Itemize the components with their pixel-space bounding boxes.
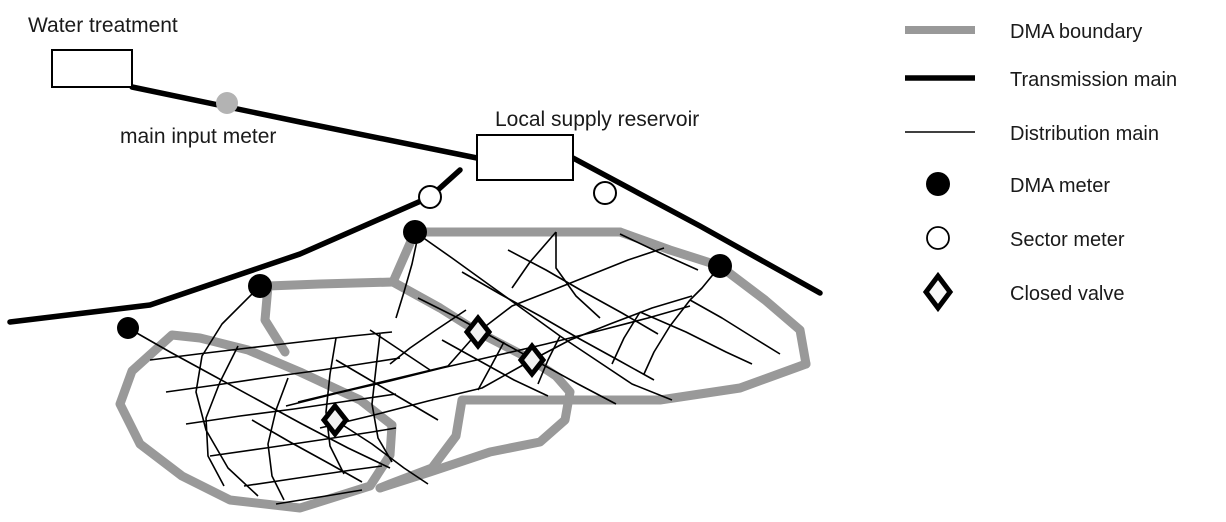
legend-label-transmission-main: Transmission main [1010, 69, 1177, 91]
distribution-main [285, 305, 691, 407]
legend-item-dma-boundary[interactable]: DMA boundary [905, 21, 1142, 43]
local-supply-reservoir-label: Local supply reservoir [495, 108, 699, 131]
distribution-main [417, 297, 617, 405]
dma-meter-icon[interactable] [403, 220, 427, 244]
main-input-meter-icon[interactable] [216, 92, 238, 114]
dma-boundary-east-lower [375, 359, 811, 493]
distribution-main [334, 419, 429, 485]
distribution-main [537, 335, 561, 385]
distribution-main [297, 247, 665, 403]
distribution-main [395, 235, 419, 319]
facility-layer [51, 49, 574, 181]
sector-meter-icon[interactable] [418, 185, 442, 209]
sector-meter-icon [926, 226, 950, 250]
distribution-main [267, 377, 289, 501]
distribution-main [441, 339, 549, 397]
legend-item-transmission-main[interactable]: Transmission main [905, 69, 1177, 91]
transmission-main [7, 167, 463, 325]
dma-meter-icon [926, 172, 950, 196]
distribution-main [195, 285, 261, 497]
transmission-main [129, 84, 480, 161]
legend-label-closed-valve: Closed valve [1010, 283, 1125, 305]
distribution-main [555, 232, 601, 319]
legend-label-distribution-main: Distribution main [1010, 123, 1159, 145]
legend-item-distribution-main[interactable]: Distribution main [905, 123, 1159, 145]
closed-valve-icon [922, 271, 954, 313]
dma-boundary-central-southeast [375, 277, 575, 493]
distribution-main [275, 489, 363, 505]
distribution-main-layer [127, 231, 781, 505]
legend-item-dma-meter[interactable]: DMA meter [926, 172, 1110, 197]
distribution-main [414, 231, 673, 401]
dma-boundary-layer [115, 227, 811, 513]
distribution-main [369, 329, 431, 371]
distribution-main [243, 465, 383, 487]
distribution-main [389, 309, 467, 365]
dma-boundary-east-upper [615, 227, 811, 369]
water-treatment-box [51, 49, 133, 88]
distribution-main [251, 419, 363, 483]
transmission-main-layer [7, 84, 823, 325]
distribution-main [325, 337, 345, 475]
closed-valve-icon[interactable] [517, 341, 547, 379]
main-input-meter-label: main input meter [120, 125, 276, 148]
distribution-main [149, 331, 393, 361]
distribution-main [165, 357, 401, 393]
legend-label-sector-meter: Sector meter [1010, 229, 1125, 251]
closed-valve-icon[interactable] [320, 401, 350, 439]
distribution-main [477, 341, 505, 391]
legend-label-dma-boundary: DMA boundary [1010, 21, 1142, 43]
distribution-main [205, 345, 239, 487]
local-supply-reservoir-box [476, 134, 574, 181]
distribution-main [643, 299, 691, 375]
distribution-main [185, 393, 397, 425]
legend-item-closed-valve[interactable]: Closed valve [922, 271, 1125, 313]
sector-meter-icon[interactable] [593, 181, 617, 205]
dma-meter-icon[interactable] [708, 254, 732, 278]
distribution-main [507, 249, 659, 335]
symbol-layer [117, 92, 732, 439]
distribution-main [335, 359, 439, 421]
water-treatment-label: Water treatment [28, 14, 178, 37]
distribution-main [371, 333, 393, 463]
distribution-main [639, 311, 753, 365]
closed-valve-icon[interactable] [463, 313, 493, 351]
distribution-main [619, 233, 699, 271]
map-label-layer: Water treatment main input meter Local s… [28, 14, 699, 148]
distribution-main [511, 231, 557, 289]
distribution-main [611, 311, 641, 365]
distribution-main [689, 299, 781, 355]
distribution-main [461, 271, 655, 381]
distribution-main [209, 427, 397, 457]
distribution-main [127, 327, 391, 469]
dma-boundary-central-west-arm [260, 277, 398, 357]
legend: DMA boundary Transmission main Distribut… [905, 21, 1177, 313]
legend-item-sector-meter[interactable]: Sector meter [926, 226, 1125, 251]
legend-label-dma-meter: DMA meter [1010, 175, 1110, 197]
dma-meter-icon[interactable] [117, 317, 139, 339]
dma-boundary-west [115, 330, 397, 513]
transmission-main [570, 155, 823, 296]
dma-meter-icon[interactable] [248, 274, 272, 298]
